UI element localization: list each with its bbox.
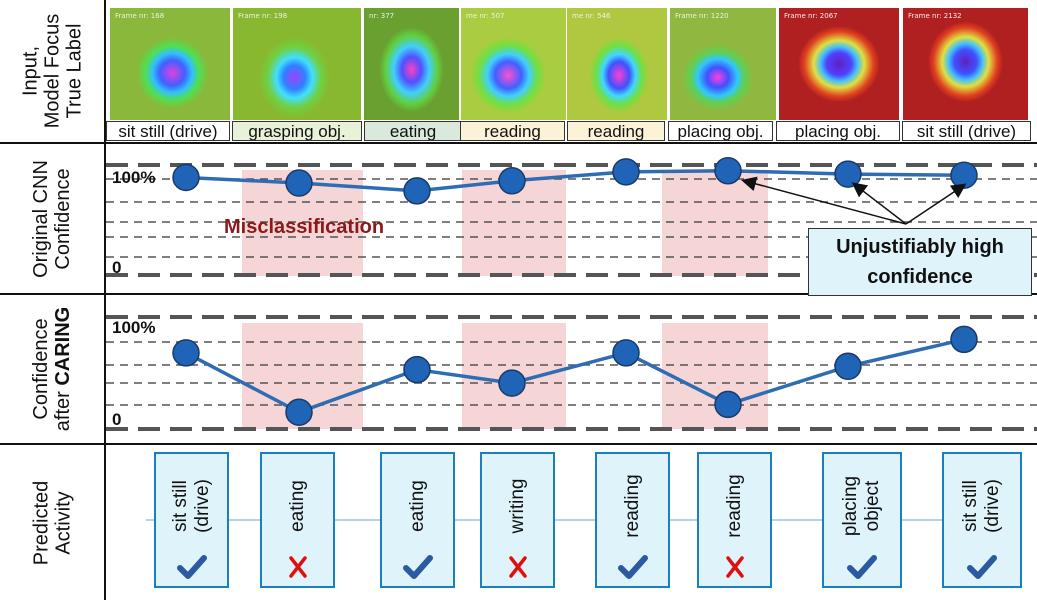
callout-line2: confidence (867, 266, 973, 288)
frame-number: Frame nr: 198 (238, 12, 288, 20)
misclassification-label: Misclassification (224, 216, 385, 238)
chart1-highlight-3 (662, 170, 768, 276)
cross-icon (725, 556, 744, 578)
frame-number: Frame nr: 1220 (675, 12, 729, 20)
frame-image-8: Frame nr: 2132 (903, 8, 1028, 120)
row-label-caring-bold: CARING (52, 306, 74, 386)
chart2-point-4 (498, 369, 526, 397)
frame-image-7: Frame nr: 2067 (779, 8, 899, 120)
frame-image-6: Frame nr: 1220 (670, 8, 776, 120)
original-confidence-chart (106, 156, 1037, 277)
chart2-tick-0: 0 (112, 410, 122, 429)
true-label-4: reading (460, 121, 565, 141)
prediction-label: eating (286, 480, 308, 532)
cross-icon (508, 556, 527, 578)
check-icon (402, 555, 433, 579)
prediction-label: eating (406, 480, 428, 532)
callout-arrow-1 (741, 176, 907, 225)
unjustified-confidence-callout: Unjustifiably high confidence (808, 228, 1032, 296)
chart1-point-8 (950, 161, 978, 189)
chart1-point-6 (714, 156, 742, 185)
prediction-box-8: sit still (drive) (942, 452, 1022, 588)
chart1-tick-0: 0 (112, 258, 122, 277)
frame-number: me nr: 546 (572, 12, 611, 20)
frame-number: Frame nr: 2132 (908, 12, 962, 20)
true-label-8: sit still (drive) (902, 121, 1031, 141)
row-label-original: Original CNN Confidence (0, 144, 104, 293)
chart2-point-8 (950, 325, 978, 354)
callout-arrow-2 (851, 182, 907, 225)
prediction-box-6: reading (697, 452, 772, 588)
chart1-point-2 (285, 169, 313, 197)
prediction-label: reading (621, 474, 643, 538)
chart2-point-7 (834, 352, 862, 381)
chart2-tick-100: 100% (112, 318, 156, 337)
frame-number: Frame nr: 2067 (784, 12, 838, 20)
chart1-point-4 (498, 167, 526, 195)
check-icon (967, 555, 997, 579)
row-label-caring-text: Confidence after CARING (30, 307, 74, 431)
prediction-label: writing (506, 478, 528, 534)
callout-line1: Unjustifiably high (836, 236, 1004, 258)
chart2-point-3 (403, 355, 431, 384)
prediction-label: placing object (840, 475, 883, 537)
prediction-box-2: eating (260, 452, 335, 588)
row-label-input: Input, Model Focus True Label (0, 0, 104, 142)
prediction-label: reading (723, 474, 745, 538)
row-label-caring-line1: Confidence (30, 318, 52, 420)
chart1-point-1 (172, 163, 200, 192)
frame-image-5: me nr: 546 (567, 8, 667, 120)
true-label-5: reading (567, 121, 665, 141)
cross-icon (288, 556, 307, 578)
chart1-point-7 (834, 160, 862, 188)
frame-image-2: Frame nr: 198 (233, 8, 361, 120)
true-label-7: placing obj. (776, 121, 900, 141)
frame-image-1: Frame nr: 168 (110, 8, 230, 120)
row-divider-1 (0, 142, 1037, 144)
true-label-1: sit still (drive) (106, 121, 230, 141)
chart2-point-5 (612, 339, 640, 367)
chart2-highlight-3 (662, 323, 768, 429)
frame-image-4: me nr: 507 (461, 8, 566, 120)
callout-arrow-3 (905, 183, 967, 225)
chart1-point-5 (612, 158, 640, 186)
check-icon (617, 555, 648, 579)
true-label-3: eating (364, 121, 462, 141)
chart2-point-2 (285, 398, 313, 426)
frame-image-3: nr: 377 (364, 8, 459, 120)
check-icon (176, 555, 207, 579)
chart2-point-6 (714, 390, 742, 419)
prediction-box-4: writing (480, 452, 555, 588)
chart2-point-1 (172, 339, 200, 367)
row-label-input-text: Input, Model Focus True Label (19, 13, 85, 129)
column-divider (104, 0, 106, 600)
prediction-box-7: placing object (822, 452, 902, 588)
check-icon (847, 555, 877, 579)
chart1-tick-100: 100% (112, 168, 156, 187)
frame-number: me nr: 507 (466, 12, 505, 20)
row-label-caring-prefix: after (52, 385, 74, 432)
prediction-box-5: reading (595, 452, 670, 588)
prediction-box-3: eating (380, 452, 455, 588)
prediction-label: sit still (drive) (960, 479, 1003, 533)
caring-confidence-chart (106, 315, 1037, 431)
prediction-label: sit still (drive) (169, 479, 213, 533)
row-label-original-text: Original CNN Confidence (30, 159, 74, 278)
row-divider-3 (0, 443, 1037, 445)
true-label-6: placing obj. (668, 121, 773, 141)
row-divider-2 (0, 293, 1037, 295)
chart2-series-line (185, 337, 965, 415)
row-label-predicted-text: Predicted Activity (30, 480, 74, 565)
prediction-box-1: sit still (drive) (154, 452, 229, 588)
frame-number: nr: 377 (369, 12, 395, 20)
chart1-point-3 (403, 177, 431, 205)
row-label-predicted: Predicted Activity (0, 445, 104, 600)
frame-number: Frame nr: 168 (115, 12, 165, 20)
true-label-2: grasping obj. (232, 121, 362, 141)
row-label-caring: Confidence after CARING (0, 295, 104, 443)
chart1-series-line (185, 168, 965, 193)
